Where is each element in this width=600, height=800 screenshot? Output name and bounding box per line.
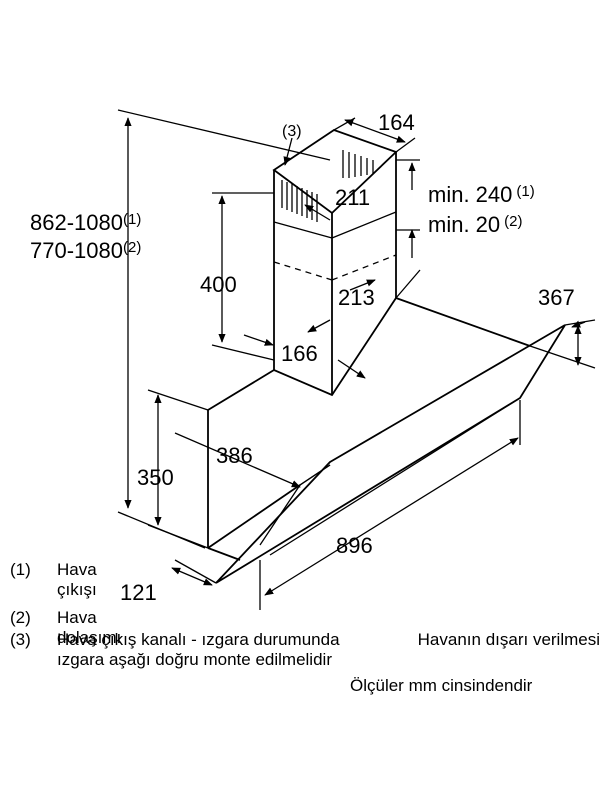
width-label: 896: [336, 533, 373, 558]
min-240-label: min. 240(1): [428, 182, 535, 207]
glass-panel: [215, 324, 566, 584]
total-height-recirculation-label: 770-1080(2): [30, 238, 141, 263]
canopy-height-label: 350: [137, 465, 174, 490]
glass-depth-label: 367: [538, 285, 575, 310]
min-20-label: min. 20(2): [428, 212, 523, 237]
units-note: Ölçüler mm cinsindendir: [350, 676, 533, 695]
bottom-offset-label: 121: [120, 580, 157, 605]
grille-ref-label: (3): [282, 123, 302, 140]
chimney-width-low-label: 166: [281, 341, 318, 366]
body-depth-label: 386: [216, 443, 253, 468]
chimney-depth-top-label: 211: [335, 185, 370, 210]
exhaust-note: Havanın dışarı verilmesi: [417, 630, 600, 649]
chimney-width-top-label: 164: [378, 110, 415, 135]
chimney-depth-mid-label: 213: [338, 285, 375, 310]
chimney-height-label: 400: [200, 272, 237, 297]
total-height-exhaust-label: 862-1080(1): [30, 210, 141, 235]
hood-body-outline: [207, 296, 531, 561]
dimension-lines: [124, 117, 586, 596]
